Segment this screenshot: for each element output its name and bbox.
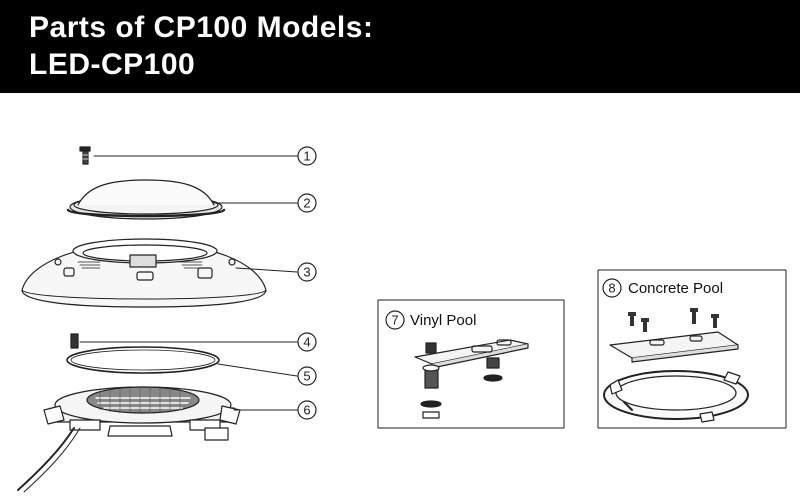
callout-3: 3 bbox=[297, 262, 317, 282]
svg-text:8: 8 bbox=[608, 281, 615, 296]
svg-text:4: 4 bbox=[303, 335, 310, 350]
svg-text:6: 6 bbox=[303, 403, 310, 418]
svg-text:2: 2 bbox=[303, 196, 310, 211]
callout-leaders bbox=[79, 155, 298, 411]
svg-text:Vinyl Pool: Vinyl Pool bbox=[410, 312, 476, 329]
inset-concrete-title: 8 Concrete Pool bbox=[602, 278, 723, 298]
part-faceplate bbox=[21, 238, 267, 308]
callout-5: 5 bbox=[297, 366, 317, 386]
callout-2: 2 bbox=[297, 193, 317, 213]
callout-6: 6 bbox=[297, 400, 317, 420]
svg-text:7: 7 bbox=[391, 313, 398, 328]
part-bolt bbox=[70, 333, 79, 349]
part-led-housing bbox=[17, 386, 241, 493]
inset-vinyl-pool: 7 Vinyl Pool bbox=[377, 299, 565, 429]
part-screw bbox=[79, 146, 91, 165]
svg-text:1: 1 bbox=[303, 149, 310, 164]
title-line-1: Parts of CP100 Models: bbox=[29, 11, 374, 44]
inset-vinyl-title: 7 Vinyl Pool bbox=[385, 310, 476, 330]
title-banner: Parts of CP100 Models: LED-CP100 bbox=[0, 0, 800, 93]
callout-4: 4 bbox=[297, 332, 317, 352]
part-o-ring bbox=[66, 346, 220, 374]
title-line-2: LED-CP100 bbox=[29, 48, 196, 81]
inset-concrete-pool: 8 Concrete Pool bbox=[597, 269, 787, 429]
svg-text:3: 3 bbox=[303, 265, 310, 280]
callout-1: 1 bbox=[297, 146, 317, 166]
svg-text:Concrete Pool: Concrete Pool bbox=[628, 280, 723, 297]
svg-text:5: 5 bbox=[303, 369, 310, 384]
part-lens-dome bbox=[66, 179, 226, 220]
